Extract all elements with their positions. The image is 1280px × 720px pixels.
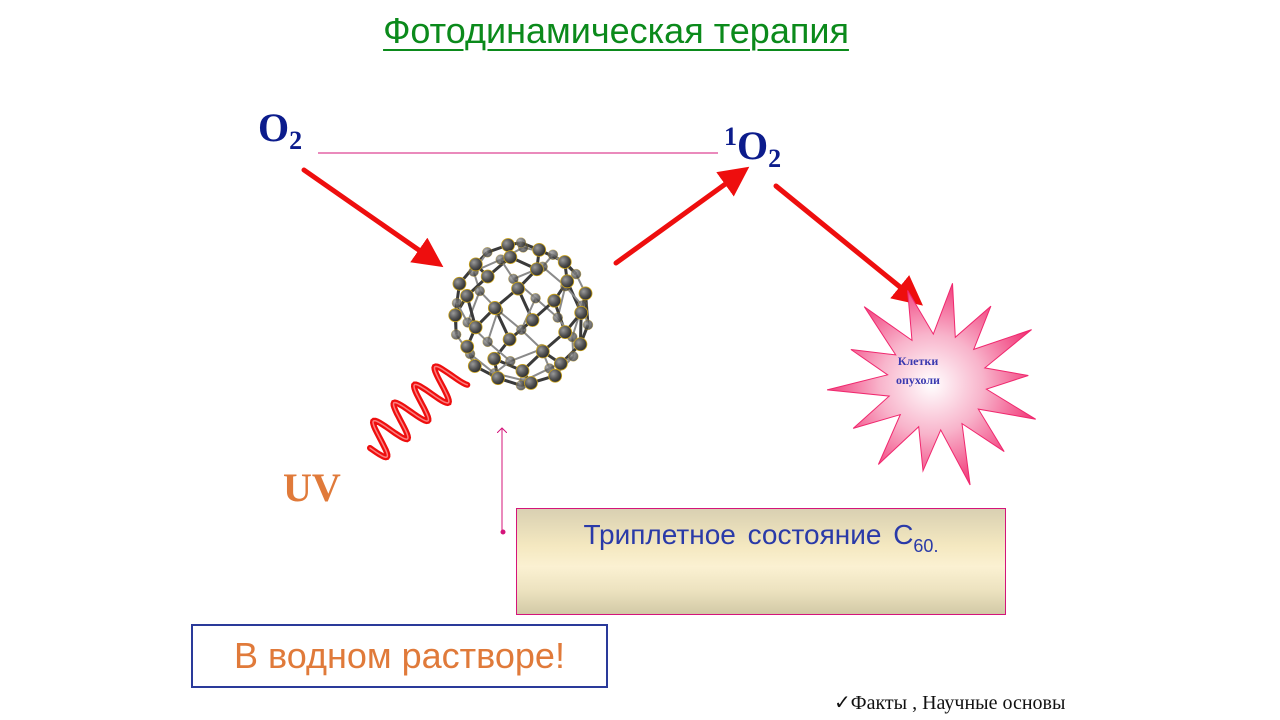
fullerene-atom: [501, 238, 515, 252]
footer-text: Факты , Научные основы: [850, 692, 1066, 714]
uv-wave-icon: [367, 363, 471, 461]
footer-note: ✓Факты , Научные основы: [834, 690, 1065, 715]
slide-title: Фотодинамическая терапия: [383, 10, 849, 51]
singlet-oxygen-superscript: 1: [724, 122, 737, 151]
singlet-oxygen-label: 1O2: [724, 123, 781, 172]
fullerene-atom: [582, 319, 594, 331]
connector-dot: [500, 529, 506, 535]
oxygen-label-base: O: [258, 105, 290, 150]
fullerene-atom: [468, 257, 483, 272]
fullerene-atom: [460, 339, 475, 354]
fullerene-atom: [529, 262, 544, 277]
fullerene-atom: [491, 371, 505, 386]
tumor-cell-starburst-icon: [826, 283, 1036, 486]
fullerene-atom: [557, 255, 572, 269]
fullerene-atom: [474, 285, 485, 297]
fullerene-atom: [505, 355, 516, 367]
fullerene-atom: [574, 305, 589, 320]
fullerene-atom: [450, 329, 462, 340]
fullerene-atom: [480, 269, 495, 284]
fullerene-atom: [516, 324, 527, 335]
fullerene-atom: [451, 297, 463, 309]
triplet-state-text: Триплетное состояние С60.: [517, 519, 1005, 556]
oxygen-label: O2: [258, 105, 302, 154]
fullerene-atom: [511, 281, 525, 296]
fullerene-atom: [573, 337, 588, 352]
fullerene-atom: [524, 376, 538, 390]
fullerene-bond: [466, 290, 481, 323]
fullerene-atom: [532, 242, 547, 257]
triplet-state-subscript: 60: [913, 536, 934, 556]
fullerene-atom: [503, 250, 518, 265]
fullerene-bond: [486, 310, 499, 343]
fullerene-atom: [487, 301, 502, 315]
fullerene-atom: [547, 293, 562, 308]
fullerene-atom: [515, 363, 530, 378]
fullerene-atom: [525, 313, 540, 327]
fullerene-atom: [558, 325, 573, 340]
singlet-oxygen-subscript: 2: [768, 144, 782, 173]
fullerene-bond: [520, 297, 537, 331]
fullerene-atom: [468, 320, 483, 335]
arrow-icon-fullerene-to-singlet: [613, 166, 750, 266]
fullerene-atom: [515, 237, 527, 248]
arrow-icon-o2-to-fullerene: [301, 167, 444, 268]
triplet-state-main: Триплетное состояние С: [583, 519, 914, 550]
singlet-oxygen-base: O: [737, 123, 769, 168]
fullerene-atom: [467, 359, 482, 373]
fullerene-atom: [448, 308, 463, 323]
fullerene-atom: [570, 268, 582, 280]
tumor-cells-label: Клетки опухоли: [896, 354, 940, 387]
fullerene-atom: [482, 336, 493, 348]
oxygen-label-subscript: 2: [289, 126, 303, 155]
fullerene-atom: [482, 247, 493, 258]
fullerene-atom: [548, 368, 563, 383]
fullerene-atom: [547, 249, 559, 260]
fullerene-atom: [452, 276, 467, 291]
fullerene-atom: [560, 274, 575, 289]
fullerene-atom: [530, 293, 541, 304]
arrow-icon-singlet-to-tumor: [773, 183, 923, 306]
fullerene-atom: [487, 351, 502, 366]
triplet-state-suffix: .: [933, 536, 939, 556]
fullerene-atom: [568, 351, 579, 362]
triplet-state-box: Триплетное состояние С60.: [516, 508, 1006, 615]
fullerene-atom: [535, 344, 550, 359]
check-icon: ✓: [834, 692, 851, 714]
fullerene-atom: [552, 312, 563, 323]
uv-label: UV: [283, 465, 341, 510]
water-solution-note: В водном растворе!: [191, 624, 608, 688]
fullerene-atom: [578, 286, 593, 301]
fullerene-atom: [502, 332, 517, 347]
fullerene-atom: [553, 356, 568, 371]
fullerene-atom: [460, 288, 474, 303]
fullerene-c60-icon: [448, 237, 594, 391]
